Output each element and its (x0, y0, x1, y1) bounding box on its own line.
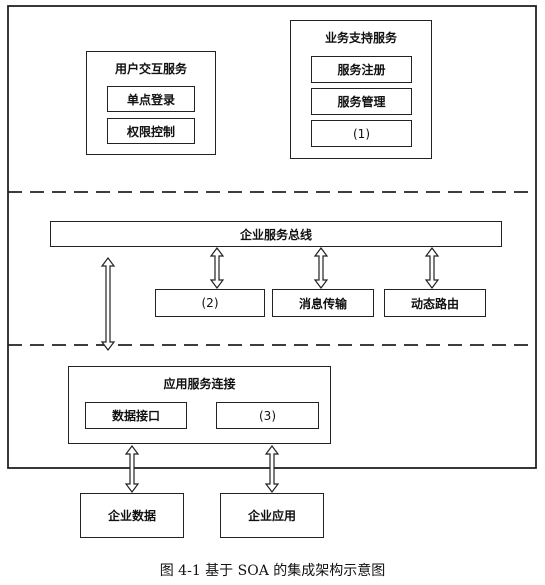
arrow-to-enterprise-data (124, 445, 140, 493)
business-support-service-title: 业务支持服务 (324, 31, 397, 45)
arrow-esb-to-message (313, 247, 329, 289)
arrow-to-enterprise-app (264, 445, 280, 493)
user-interaction-service-title: 用户交互服务 (114, 62, 187, 76)
arrow-esb-to-app-connect (100, 257, 116, 351)
service-management: 服务管理 (311, 88, 412, 115)
single-sign-on: 单点登录 (107, 86, 195, 112)
message-transmission: 消息传输 (272, 289, 374, 317)
dynamic-routing: 动态路由 (384, 289, 486, 317)
enterprise-data: 企业数据 (80, 493, 184, 538)
application-service-connection-title: 应用服务连接 (163, 377, 236, 391)
figure-caption: 图 4-1 基于 SOA 的集成架构示意图 (159, 563, 386, 579)
arrow-esb-to-item-2 (209, 247, 225, 289)
enterprise-service-bus: 企业服务总线 (50, 221, 502, 247)
blank-item-3: (3) (216, 402, 319, 429)
enterprise-application: 企业应用 (220, 493, 324, 538)
access-control: 权限控制 (107, 118, 195, 144)
blank-item-2: (2) (155, 289, 265, 317)
blank-item-1: (1) (311, 120, 412, 147)
data-interface: 数据接口 (85, 402, 187, 429)
arrow-esb-to-routing (424, 247, 440, 289)
service-registration: 服务注册 (311, 56, 412, 83)
